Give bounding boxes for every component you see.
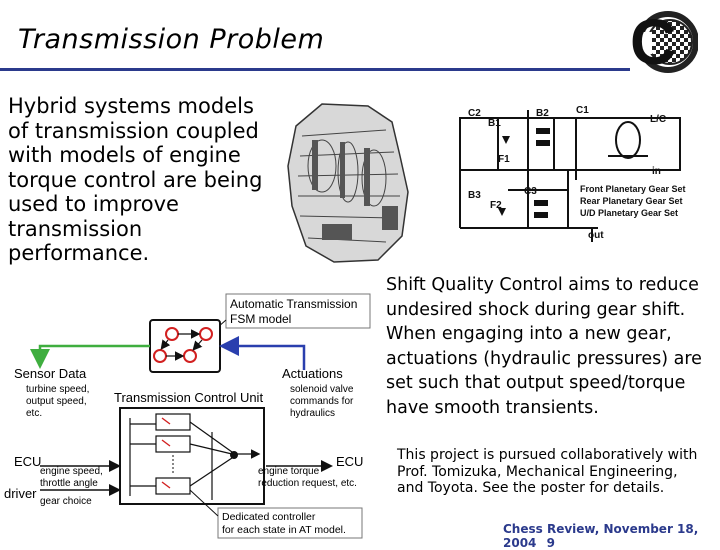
ecu-right-label: ECU [336, 454, 363, 469]
driver-item: gear choice [40, 496, 92, 507]
ecu-left-item: engine speed, [40, 466, 103, 477]
fsm-state [165, 327, 179, 341]
controller-label-box [217, 507, 363, 539]
ecu-left-label: ECU [14, 454, 41, 469]
controller-label: Dedicated controller [222, 511, 316, 523]
ecu-right-item: engine torque [258, 466, 320, 477]
brake-label: C3 [524, 186, 537, 197]
tcu-label: Transmission Control Unit [114, 390, 263, 405]
footer: Chess Review, November 18, 2004 9 [503, 522, 720, 550]
page-number: 9 [546, 536, 555, 550]
sensor-item: turbine speed, [26, 384, 89, 395]
slide-title: Transmission Problem [18, 24, 325, 55]
fsm-state [199, 327, 213, 341]
intro-text: Hybrid systems models of transmission co… [8, 94, 263, 265]
sensor-data-title: Sensor Data [14, 366, 87, 381]
ecu-right-item: reduction request, etc. [258, 478, 357, 489]
actuation-item: hydraulics [290, 408, 335, 419]
sensor-item: etc. [26, 408, 42, 419]
chess-logo: C [630, 6, 698, 78]
tcu-box [119, 407, 265, 505]
brake-label: C1 [576, 105, 589, 116]
in-label: in [652, 166, 661, 177]
brake-label: B2 [536, 108, 549, 119]
collaboration-text: This project is pursued collaboratively … [397, 447, 698, 496]
actuation-item: commands for [290, 396, 354, 407]
sensor-item: output speed, [26, 396, 87, 407]
footer-text: Chess Review, November 18, 2004 [503, 522, 699, 550]
gear-set-label: U/D Planetary Gear Set [580, 208, 678, 218]
brake-label: B1 [488, 118, 501, 129]
fsm-label-box [225, 293, 371, 329]
fsm-state [153, 349, 167, 363]
actuations-title: Actuations [282, 366, 343, 381]
control-diagram: Automatic Transmission FSM model Sensor … [4, 293, 371, 539]
gear-set-label: Front Planetary Gear Set [580, 184, 686, 194]
brake-label: C2 [468, 108, 481, 119]
fsm-label: FSM model [230, 312, 291, 326]
out-label: out [588, 230, 604, 241]
gear-set-label: Rear Planetary Gear Set [580, 196, 683, 206]
brake-label: F2 [490, 200, 502, 211]
brake-label: F1 [498, 154, 510, 165]
fsm-label: Automatic Transmission [230, 297, 357, 311]
fsm-box [149, 319, 221, 373]
title-rule [0, 68, 630, 71]
shift-quality-text: Shift Quality Control aims to reduce und… [386, 275, 702, 418]
controller-block [155, 435, 191, 453]
fsm-state [183, 349, 197, 363]
actuation-item: solenoid valve [290, 384, 354, 395]
actuation-arrow [219, 336, 306, 370]
controller-label: for each state in AT model. [222, 524, 346, 536]
controller-block [155, 413, 191, 431]
brake-label: B3 [468, 190, 481, 201]
driver-label: driver [4, 486, 37, 501]
ecu-left-item: throttle angle [40, 478, 98, 489]
transmission-cutaway-image [282, 96, 416, 268]
sensor-arrow [30, 344, 150, 369]
lc-label: L/C [650, 114, 666, 125]
logo-letter: C [630, 6, 676, 78]
controller-block [155, 477, 191, 495]
gear-schematic: C2 B1 B2 C1 B3 C3 F1 F2 L/C in out Front… [459, 105, 686, 242]
